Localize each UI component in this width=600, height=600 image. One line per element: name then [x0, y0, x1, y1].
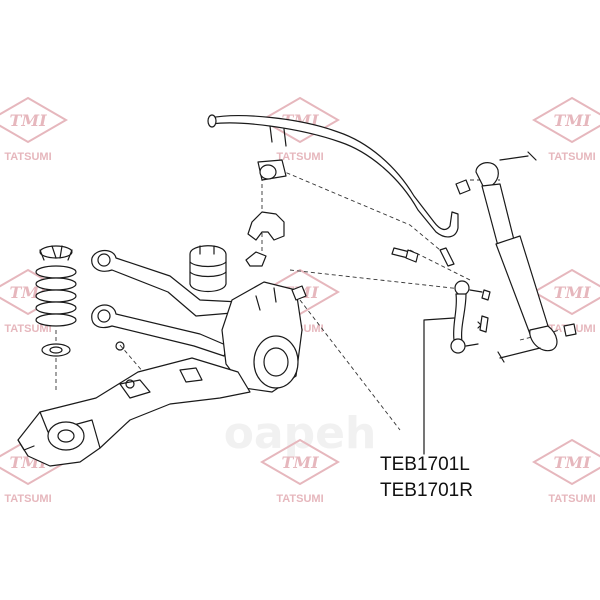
watermark-company: TATSUMI [548, 493, 595, 505]
shock-absorber [455, 151, 577, 363]
watermark-brand: TMI [9, 111, 47, 130]
watermark-tile-top-left: TMI TATSUMI [0, 96, 68, 163]
part-number-right: TEB1701R [380, 480, 473, 501]
stabilizer-bushing [245, 159, 287, 267]
watermark-company: TATSUMI [276, 493, 323, 505]
watermark-brand: TMI [553, 453, 591, 472]
watermark-company: TATSUMI [4, 493, 51, 505]
part-number-left: TEB1701L [380, 454, 470, 475]
watermark-brand: TMI [281, 453, 319, 472]
coil-spring [35, 245, 77, 357]
watermark-brand: TMI [553, 111, 591, 130]
trailing-arm [17, 341, 251, 467]
watermark-tile-bottom-center: TMI TATSUMI [260, 438, 340, 505]
watermark-company: TATSUMI [4, 323, 51, 335]
watermark-company: TATSUMI [548, 151, 595, 163]
watermark-tile-bottom-right: TMI TATSUMI [532, 438, 600, 505]
watermark-company: TATSUMI [4, 151, 51, 163]
bump-stop [189, 245, 227, 293]
watermark-brand: TMI [553, 283, 591, 302]
watermark-company: TATSUMI [276, 151, 323, 163]
watermark-tile-top-right: TMI TATSUMI [532, 96, 600, 163]
stabilizer-bar [207, 114, 459, 267]
part-leader-line [423, 317, 455, 455]
stabilizer-link [450, 280, 491, 354]
center-watermark: oapeh [224, 408, 377, 459]
knuckle-hub [221, 281, 307, 393]
link-bolt [391, 247, 419, 263]
